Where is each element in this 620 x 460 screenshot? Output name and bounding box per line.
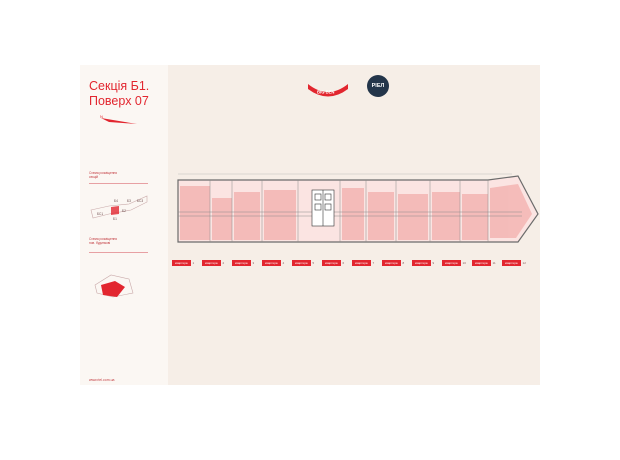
block-b3: Б3 xyxy=(127,199,131,203)
apartment-tag-value: 4 xyxy=(282,260,285,265)
title-section: Секція Б1. xyxy=(89,79,150,93)
schema-sections-label: Схема розміщення секцій xyxy=(89,171,117,179)
apartment-tag-label: квартира xyxy=(502,259,521,266)
apartment-tag-value: 6 xyxy=(342,260,345,265)
page-title: Секція Б1. Поверх 07 xyxy=(89,79,149,109)
compass-label: N xyxy=(100,114,103,119)
block-bc1: БС1 xyxy=(97,212,103,216)
apartment-tag-value: 11 xyxy=(492,260,496,265)
stair-core xyxy=(311,189,335,227)
schema-buildings-label-line1: Схема розміщення xyxy=(89,237,117,241)
apartment-tag-label: квартира xyxy=(232,259,251,266)
apartment-tag-label: квартира xyxy=(202,259,221,266)
apartment-tag-value: 12 xyxy=(522,260,526,265)
schema-buildings-label-line2: пов. будинкові xyxy=(89,241,111,245)
apartment-tag-value: 2 xyxy=(222,260,225,265)
block-b4: Б4 xyxy=(114,199,118,203)
apartment-tag-value: 8 xyxy=(402,260,405,265)
divider xyxy=(89,252,148,253)
apartment-tag-label: квартира xyxy=(322,259,341,266)
apartment-tag-value: 9 xyxy=(432,260,435,265)
schema-sections-label-line2: секцій xyxy=(89,175,99,179)
apartment-tag-value: 7 xyxy=(372,260,375,265)
apartment-tag-label: квартира xyxy=(472,259,491,266)
floor-plan xyxy=(177,173,539,243)
block-b1: Б1 xyxy=(113,217,117,221)
apartment-tag-label: квартира xyxy=(172,259,191,266)
bigben-logo: BIG BEN xyxy=(308,84,348,97)
apartment-tag-label: квартира xyxy=(382,259,401,266)
schema-sections-label-line1: Схема розміщення xyxy=(89,171,117,175)
pien-logo: PIEЛ xyxy=(367,75,389,97)
apartment-tag-label: квартира xyxy=(262,259,281,266)
apartment-tag-label: квартира xyxy=(412,259,431,266)
bigben-logo-text: BIG BEN xyxy=(317,90,334,95)
apartment-tag-label: квартира xyxy=(442,259,461,266)
apartment-tag-label: квартира xyxy=(292,259,311,266)
apartment-tag-value: 5 xyxy=(312,260,315,265)
divider xyxy=(89,183,148,184)
schema-buildings-label: Схема розміщення пов. будинкові xyxy=(89,237,117,245)
sections-schema-diagram: Б4 Б3 БС1 Б2 Б1 БС3 xyxy=(90,195,148,221)
apartment-tag-value: 1 xyxy=(192,260,195,265)
apartment-tag-label: квартира xyxy=(352,259,371,266)
apartment-tag-value: 3 xyxy=(252,260,255,265)
buildings-schema-diagram xyxy=(94,274,134,298)
apartment-tag-value: 10 xyxy=(462,260,466,265)
block-b2: Б2 xyxy=(122,209,126,213)
compass-arrow-icon xyxy=(101,118,137,124)
block-bc3: БС3 xyxy=(137,199,143,203)
website-link[interactable]: www.riel.com.ua xyxy=(89,378,115,382)
title-floor: Поверх 07 xyxy=(89,94,149,108)
